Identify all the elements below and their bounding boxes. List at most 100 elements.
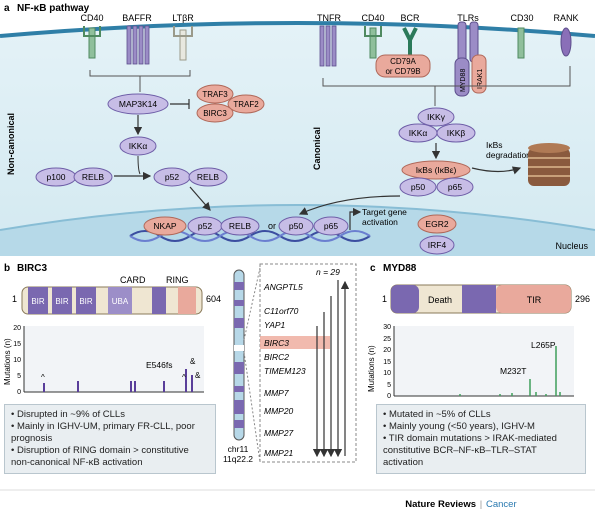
panel-a-label: a bbox=[4, 3, 10, 14]
birc3-bullet-3-text: Disruption of RING domain > constitutive… bbox=[11, 445, 189, 468]
myd88-ytick-0: 0 bbox=[387, 393, 391, 400]
birc3-y-label: Mutations (n) bbox=[3, 338, 12, 385]
nucleus-p65-node bbox=[313, 216, 349, 236]
uba-domain bbox=[108, 287, 132, 314]
arrow-to-nucleus-nc bbox=[189, 186, 211, 211]
egr2-node bbox=[417, 214, 457, 234]
myd88-bullet-2: • Mainly young (<50 years), IGHV-M bbox=[383, 421, 535, 432]
myd88-ytick-20: 20 bbox=[383, 347, 391, 354]
birc3-start: 1 bbox=[12, 294, 17, 304]
panel-c-title: MYD88 bbox=[383, 263, 417, 274]
myd88-ytick-25: 25 bbox=[383, 336, 391, 343]
noncanonical-label: Non-canonical bbox=[6, 113, 16, 175]
p65-label: p65 bbox=[448, 182, 462, 192]
irak1-label: IRAK1 bbox=[477, 69, 484, 89]
nkap-label: NKAP bbox=[153, 221, 176, 231]
gene-mmp21: MMP21 bbox=[264, 448, 294, 458]
cd30-receptor bbox=[517, 27, 525, 59]
birc3-annot-caret-2: ^ bbox=[182, 373, 186, 382]
myd88-ytick-30: 30 bbox=[383, 324, 391, 331]
bir-label-3: BIR bbox=[79, 297, 93, 306]
degradation-label-line1: IκBs bbox=[486, 140, 503, 150]
irak1-adaptor bbox=[471, 54, 487, 94]
canonical-label: Canonical bbox=[312, 127, 322, 170]
gene-mmp20: MMP20 bbox=[264, 406, 294, 416]
myd88-start: 1 bbox=[382, 294, 387, 304]
gene-birc2: BIRC2 bbox=[264, 352, 289, 362]
tnfr-receptor bbox=[319, 25, 337, 67]
birc3-bullet-1-text: Disrupted in ~9% of CLLs bbox=[16, 409, 125, 420]
myd88-linker bbox=[462, 285, 496, 313]
p50-node bbox=[399, 177, 437, 197]
p52-label: p52 bbox=[165, 172, 179, 182]
ikka-nc-label: IKKα bbox=[129, 141, 148, 151]
traf3-node bbox=[196, 84, 234, 104]
footer-section: Cancer bbox=[486, 499, 517, 510]
receptor-label-cd40-left: CD40 bbox=[80, 13, 103, 23]
cd79-label-line1: CD79A bbox=[390, 57, 416, 66]
myd88-annot-l265p: L265P bbox=[531, 340, 556, 350]
traf2-node bbox=[227, 94, 265, 114]
birc3-annot-caret-1: ^ bbox=[41, 373, 45, 382]
birc3-bullet-1: • Disrupted in ~9% of CLLs bbox=[11, 409, 125, 420]
myd88-ytick-15: 15 bbox=[383, 359, 391, 366]
arrow-ikka-to-process bbox=[137, 155, 141, 175]
target-gene-arrow bbox=[349, 207, 362, 230]
myd88-bullet-3-text: TIR domain mutations > IRAK-mediated con… bbox=[383, 433, 557, 468]
myd88-ytick-5: 5 bbox=[387, 382, 391, 389]
gene-birc3: BIRC3 bbox=[264, 338, 289, 348]
cytoplasm bbox=[0, 23, 595, 256]
ikka-label: IKKα bbox=[409, 128, 428, 138]
ikkg-label: IKKγ bbox=[427, 112, 446, 122]
panel-c-label: c bbox=[370, 263, 376, 274]
myd88-bullet-1-text: Mutated in ~5% of CLLs bbox=[388, 409, 491, 420]
irf4-label: IRF4 bbox=[428, 240, 447, 250]
footer-journal: Nature Reviews bbox=[405, 499, 476, 510]
birc3-ytick-0: 0 bbox=[17, 389, 21, 396]
tlrs-receptor bbox=[457, 21, 479, 63]
birc3-label: BIRC3 bbox=[203, 109, 227, 118]
irf4-node bbox=[419, 235, 455, 255]
receptor-label-cd40-right: CD40 bbox=[361, 13, 384, 23]
receptor-label-cd30: CD30 bbox=[510, 13, 533, 23]
myd88-notes-box: • Mutated in ~5% of CLLs • Mainly young … bbox=[376, 404, 586, 474]
death-domain-label: Death bbox=[428, 295, 452, 305]
birc3-card-label: CARD bbox=[120, 275, 146, 285]
gene-mmp7: MMP7 bbox=[264, 388, 289, 398]
nucleus-relb-label: RELB bbox=[229, 221, 252, 231]
chromosome-label-line2: 11q22.2 bbox=[223, 454, 253, 464]
birc3-ytick-5: 5 bbox=[17, 373, 21, 380]
p50-label: p50 bbox=[411, 182, 425, 192]
receptor-label-bcr: BCR bbox=[400, 13, 420, 23]
birc3-mutation-bars bbox=[43, 369, 193, 392]
nucleus-relb-node bbox=[220, 216, 260, 236]
gene-yap1: YAP1 bbox=[264, 320, 286, 330]
chromosome-label-line1: chr11 bbox=[228, 444, 249, 454]
birc3-y-ticks: 0 5 10 15 20 bbox=[13, 325, 21, 396]
birc3-ring-label: RING bbox=[166, 275, 189, 285]
nucleus-p65-label: p65 bbox=[324, 221, 338, 231]
myd88-annot-m232t: M232T bbox=[500, 366, 526, 376]
panel-a-title: NF-κB pathway bbox=[17, 3, 90, 14]
proteasome-icon bbox=[528, 143, 570, 186]
uba-label: UBA bbox=[112, 297, 129, 306]
bir-label-1: BIR bbox=[31, 297, 45, 306]
myd88-y-label: Mutations (n) bbox=[367, 345, 376, 392]
gene-zoom-box bbox=[259, 263, 357, 463]
nucleus-or: or bbox=[268, 221, 276, 231]
birc3-bullet-3: • Disruption of RING domain > constituti… bbox=[11, 445, 189, 468]
nuclear-membrane bbox=[0, 204, 595, 231]
receptor-label-ltbr: LTβR bbox=[172, 13, 194, 23]
traf2-label: TRAF2 bbox=[233, 100, 259, 109]
p100-label: p100 bbox=[47, 172, 66, 182]
card-domain bbox=[152, 287, 166, 314]
nucleus-p52-label: p52 bbox=[198, 221, 212, 231]
myd88-nterm bbox=[391, 285, 419, 313]
noncanonical-bracket bbox=[89, 70, 191, 92]
ikbs-label: IκBs (IκBε) bbox=[416, 165, 457, 175]
gene-count-n: n = 29 bbox=[316, 267, 340, 277]
target-label-line2: activation bbox=[362, 217, 398, 227]
birc3-bullet-2: • Mainly in IGHV-UM, primary FR-CLL, poo… bbox=[11, 421, 195, 444]
bir-domain-3 bbox=[76, 287, 96, 314]
panel-b-label: b bbox=[4, 263, 10, 274]
